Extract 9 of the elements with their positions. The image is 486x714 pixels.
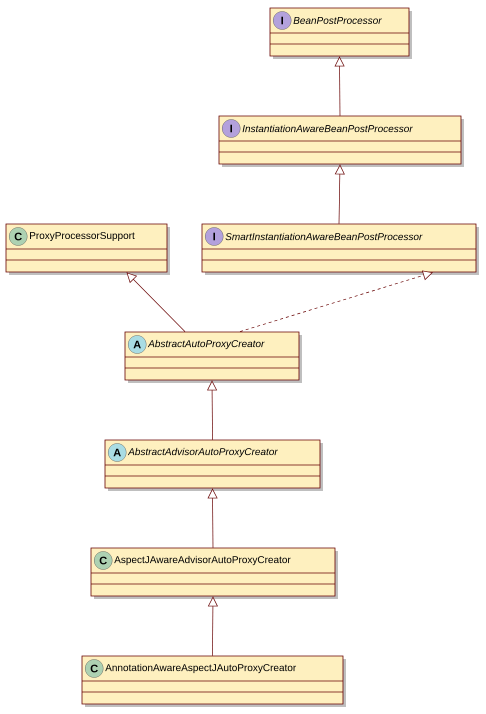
class-box: C AnnotationAwareAspectJAutoProxyCreator [82,656,346,707]
inheritance-arrow [240,270,433,332]
class-box: A AbstractAdvisorAutoProxyCreator [104,440,323,491]
class-box: A AbstractAutoProxyCreator [124,332,302,383]
class-box: I InstantiationAwareBeanPostProcessor [218,116,464,167]
class-box: C ProxyProcessorSupport [6,224,170,275]
class-box: I BeanPostProcessor [270,8,412,59]
class-box: I SmartInstantiationAwareBeanPostProcessor [202,224,479,275]
class-box: C AspectJAwareAdvisorAutoProxyCreator [90,548,338,599]
